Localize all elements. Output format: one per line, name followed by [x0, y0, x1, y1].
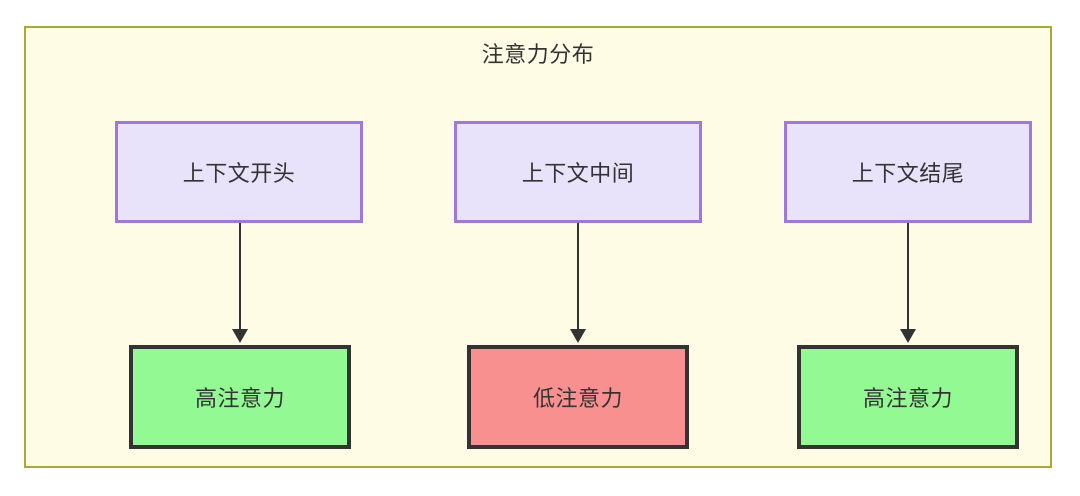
node-context-end-label: 上下文结尾: [851, 161, 965, 186]
edge-line: [907, 223, 909, 333]
node-high-attention-end[interactable]: 高注意力: [797, 345, 1019, 449]
node-high-attention-end-label: 高注意力: [862, 386, 953, 411]
node-high-attention-start[interactable]: 高注意力: [129, 345, 351, 449]
node-context-middle-label: 上下文中间: [521, 161, 635, 186]
node-low-attention-middle[interactable]: 低注意力: [467, 345, 689, 449]
node-low-attention-middle-label: 低注意力: [532, 386, 623, 411]
node-high-attention-start-label: 高注意力: [194, 386, 285, 411]
subgraph-title: 注意力分布: [481, 42, 595, 67]
node-context-start[interactable]: 上下文开头: [115, 121, 363, 223]
edge-line: [239, 223, 241, 333]
edge-start-to-high-attention: [232, 223, 248, 345]
edge-middle-to-low-attention: [570, 223, 586, 345]
attention-distribution-subgraph: 注意力分布 上下文开头 上下文中间 上下文结尾 高注意力 低: [24, 26, 1052, 468]
arrowhead-down-icon: [900, 329, 916, 343]
node-context-middle[interactable]: 上下文中间: [454, 121, 702, 223]
edge-end-to-high-attention: [900, 223, 916, 345]
node-context-end[interactable]: 上下文结尾: [784, 121, 1032, 223]
edge-line: [577, 223, 579, 333]
arrowhead-down-icon: [232, 329, 248, 343]
arrowhead-down-icon: [570, 329, 586, 343]
node-context-start-label: 上下文开头: [182, 161, 296, 186]
